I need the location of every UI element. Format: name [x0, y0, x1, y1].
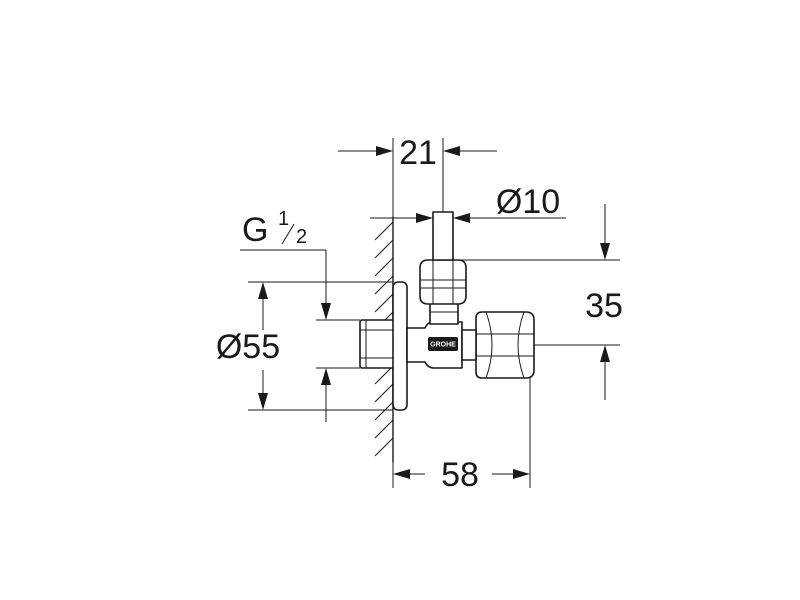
dimension-projection: 58	[392, 378, 531, 494]
dimension-rosette-diameter: Ø55	[216, 281, 393, 411]
dimension-projection-label: 58	[441, 456, 479, 494]
side-union-nut	[475, 311, 535, 379]
dimension-height-offset: 35	[453, 204, 623, 400]
brand-logo: GROHE	[430, 342, 456, 349]
wall-hatching	[374, 221, 394, 457]
dimension-pipe-diameter: Ø10	[370, 183, 566, 223]
rosette	[392, 281, 408, 411]
dimension-thread-denominator: 2	[296, 226, 307, 248]
outlet-pipe	[432, 211, 454, 261]
valve-neck	[429, 301, 459, 325]
dimension-depth-label: 21	[399, 134, 437, 172]
side-spindle	[461, 329, 477, 361]
dimension-depth: 21	[338, 134, 497, 222]
dimension-thread-numerator: 1	[278, 208, 289, 230]
dimension-thread: G 1 2	[240, 208, 360, 422]
brand-badge	[428, 337, 458, 351]
thread-stub	[359, 319, 395, 369]
top-compression-nut	[419, 259, 467, 305]
dimension-height-offset-label: 35	[585, 287, 623, 325]
dimension-thread-prefix: G	[242, 211, 268, 249]
dimension-rosette-diameter-label: Ø55	[216, 328, 280, 366]
dimension-pipe-diameter-label: Ø10	[496, 183, 560, 221]
angle-valve: GROHE	[359, 211, 535, 411]
